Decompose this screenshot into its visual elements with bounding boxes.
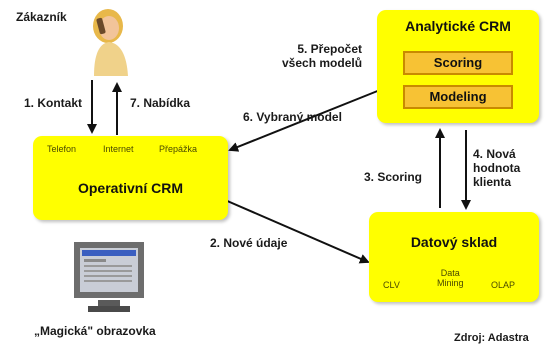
- source-credit: Zdroj: Adastra: [454, 332, 529, 344]
- edge-label-prepocet: 5. Přepočet všech modelů: [282, 42, 363, 70]
- operational-crm-title: Operativní CRM: [77, 180, 183, 196]
- edge-label-nabidka: 7. Nabídka: [130, 96, 191, 110]
- edge-label-kontakt: 1. Kontakt: [24, 96, 83, 110]
- edge-label-nova-hodnota: 4. Nová hodnota klienta: [473, 147, 521, 189]
- channel-prepazka: Přepážka: [159, 144, 198, 154]
- edge-label-vybrany-model: 6. Vybraný model: [243, 110, 342, 124]
- arrow-vybrany-model: [228, 89, 381, 152]
- data-warehouse-title: Datový sklad: [410, 234, 498, 250]
- customer-phone-icon: [93, 9, 128, 76]
- customer-label: Zákazník: [16, 10, 67, 24]
- scoring-block: Scoring: [403, 51, 513, 75]
- data-warehouse-box: Datový sklad CLV Data Mining OLAP: [369, 212, 539, 302]
- arrow-nove-udaje: [224, 199, 370, 264]
- analytical-crm-box: Analytické CRM Scoring Modeling: [377, 10, 539, 123]
- monitor-node: „Magická" obrazovka: [34, 240, 210, 340]
- monitor-icon: [74, 242, 144, 312]
- channel-internet: Internet: [103, 144, 134, 154]
- edge-label-nove-udaje: 2. Nové údaje: [210, 236, 288, 250]
- modeling-block: Modeling: [403, 85, 513, 109]
- operational-crm-box: Telefon Internet Přepážka Operativní CRM: [33, 136, 228, 220]
- channel-telefon: Telefon: [47, 144, 77, 154]
- warehouse-item-data-mining: Data Mining: [437, 268, 464, 288]
- edge-label-scoring: 3. Scoring: [364, 170, 423, 184]
- warehouse-item-clv: CLV: [383, 280, 400, 290]
- monitor-caption: „Magická" obrazovka: [34, 324, 156, 338]
- customer-node: Zákazník: [16, 6, 148, 80]
- warehouse-item-olap: OLAP: [491, 280, 516, 290]
- analytical-crm-title: Analytické CRM: [405, 18, 511, 34]
